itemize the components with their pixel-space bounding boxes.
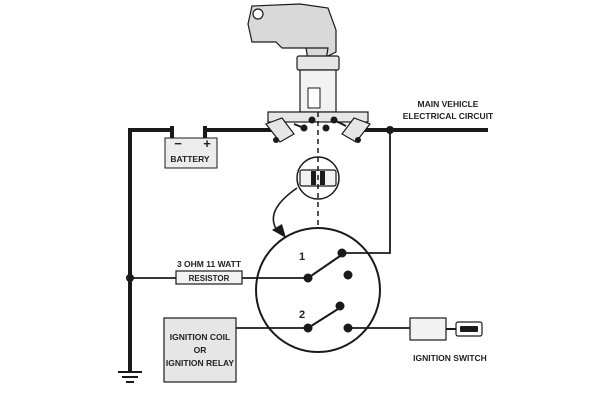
handle-hole <box>252 8 264 20</box>
ignition-coil-label-line2: OR <box>194 345 207 355</box>
resistor-label: RESISTOR <box>189 274 230 283</box>
handle-barrel-window <box>307 87 321 109</box>
key-bow-slot <box>460 326 478 332</box>
battery-plus-sign: + <box>203 136 211 151</box>
connector-pin-left <box>311 171 316 185</box>
ignition-coil-label-line1: IGNITION COIL <box>170 332 230 342</box>
main-circuit-label-line2: ELECTRICAL CIRCUIT <box>403 111 494 121</box>
isolator-contact-b <box>308 116 316 124</box>
contact-2-number: 2 <box>299 309 305 321</box>
ground-symbol <box>118 371 142 383</box>
battery-terminal-positive <box>203 126 207 138</box>
handle-collar <box>296 55 340 71</box>
contact-1-bottom-right <box>343 270 353 280</box>
ignition-switch-label: IGNITION SWITCH <box>413 353 487 363</box>
ignition-coil-box <box>163 317 237 383</box>
contact-1-blade <box>307 255 341 279</box>
battery-label: BATTERY <box>170 154 210 164</box>
detail-arrow-head <box>272 224 286 238</box>
battery-minus-sign: − <box>174 136 182 151</box>
isolator-right-terminal-stud <box>355 137 361 143</box>
battery: − + BATTERY <box>164 126 218 169</box>
main-to-contact1-wire <box>342 130 391 254</box>
ignition-switch <box>409 317 483 341</box>
contact-1-number: 1 <box>299 251 305 263</box>
isolator-left-terminal-stud <box>273 137 279 143</box>
battery-case <box>164 137 218 169</box>
isolator-key-handle <box>247 3 340 113</box>
ignition-switch-body <box>409 317 447 341</box>
contact-2-top-right <box>335 301 345 311</box>
isolator-link-right <box>333 119 347 127</box>
isolator-right-terminal <box>341 117 371 143</box>
contact-2-blade <box>307 308 339 329</box>
isolator-contact-c <box>322 124 330 132</box>
detail-arrow <box>272 187 298 233</box>
isolator-left-terminal <box>265 117 295 143</box>
battery-terminal-negative <box>170 126 174 138</box>
ignition-coil-label-line3: IGNITION RELAY <box>166 358 234 368</box>
isolator-link-left <box>293 123 305 129</box>
main-circuit-label-line1: MAIN VEHICLE <box>418 99 479 109</box>
connector-pin-right <box>320 171 325 185</box>
switch-contacts-circle <box>255 227 381 353</box>
ignition-key-icon <box>455 321 483 337</box>
resistor-spec-label: 3 OHM 11 WATT <box>177 259 242 269</box>
